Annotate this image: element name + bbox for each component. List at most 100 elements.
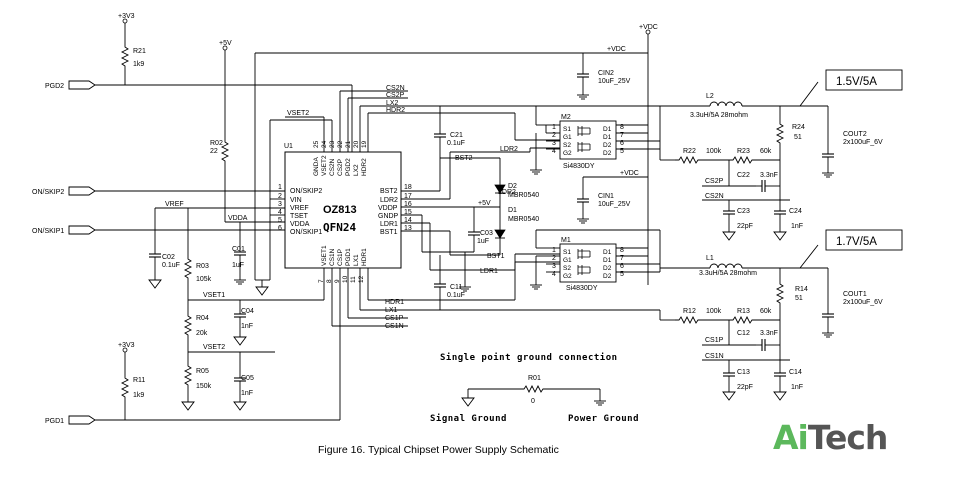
pin: D2 — [603, 150, 612, 157]
net-bst2: BST2 — [455, 155, 473, 162]
net-vref: VREF — [165, 201, 184, 208]
r22-val: 100k — [706, 148, 722, 155]
pin: S2 — [563, 265, 571, 272]
c03-val: 1uF — [477, 238, 489, 245]
pin-num: 5 — [278, 217, 282, 224]
pin: G1 — [563, 257, 572, 264]
power-ground-label: Power Ground — [568, 414, 639, 424]
net-vdda: VDDA — [228, 215, 248, 222]
l2-ref: L2 — [706, 93, 714, 100]
r04-ref: R04 — [196, 315, 209, 322]
r21-val: 1k9 — [133, 61, 144, 68]
net-ldr2b: LDR2 — [498, 189, 516, 196]
pin-num: 18 — [404, 184, 412, 191]
pin-name: BST1 — [380, 229, 398, 236]
net-vset1: VSET1 — [203, 292, 225, 299]
net-vset2-low: VSET2 — [203, 344, 225, 351]
c21-ref: C21 — [450, 132, 463, 139]
net-cs1p-r: CS1P — [705, 337, 724, 344]
pin-num: 14 — [404, 217, 412, 224]
d1-ref: D1 — [508, 207, 517, 214]
r03-ref: R03 — [196, 263, 209, 270]
signal-ground-label: Signal Ground — [430, 413, 507, 424]
pin-num: 16 — [404, 201, 412, 208]
mosfet-m2 — [559, 120, 617, 160]
pin-num: 6 — [278, 225, 282, 232]
pin: G2 — [563, 150, 572, 157]
net-cs2p: CS2P — [386, 92, 405, 99]
r24-ref: R24 — [792, 124, 805, 131]
c24-val: 1nF — [791, 223, 803, 230]
r04-val: 20k — [196, 330, 208, 337]
pin-name: PGD1 — [345, 248, 352, 266]
net-lx1: LX1 — [385, 307, 398, 314]
pin: 6 — [620, 263, 624, 270]
pin-name: VDDP — [378, 205, 398, 212]
ic-bottom-pins: 7 VSET1 8 CS1N 9 CS1P 10 PGD1 11 LX1 12 … — [318, 245, 368, 283]
l1-val: 3.3uH/5A 28mohm — [699, 270, 757, 277]
pin: D1 — [603, 126, 612, 133]
r01-ref: R01 — [528, 375, 541, 382]
r05-ref: R05 — [196, 368, 209, 375]
rail-5v-mid: +5V — [478, 200, 491, 207]
rail-3v3-bottom: +3V3 — [118, 342, 135, 349]
ic-u1 — [284, 151, 402, 269]
output-label-box-2 — [825, 69, 903, 91]
r14-val: 51 — [795, 295, 803, 302]
r14-ref: R14 — [795, 286, 808, 293]
m1-ref: M1 — [561, 237, 571, 244]
pin: 8 — [620, 247, 624, 254]
logo-part2: Tech — [807, 418, 889, 457]
r24-val: 51 — [794, 134, 802, 141]
pin-num: 22 — [337, 140, 344, 148]
d2-val: MBR0540 — [508, 192, 539, 199]
pin-num: 10 — [342, 275, 349, 283]
m2-val: Si4830DY — [563, 163, 595, 170]
net-ldr1: LDR1 — [480, 268, 498, 275]
r21-ref: R21 — [133, 48, 146, 55]
c02-val: 0.1uF — [162, 262, 180, 269]
cout2-val: 2x100uF_6V — [843, 139, 883, 146]
pin-name: CS2P — [337, 159, 344, 176]
pin-name: VDDA — [290, 221, 310, 228]
pin-name: ON/SKIP2 — [290, 188, 322, 195]
r13-val: 60k — [760, 308, 772, 315]
net-cs2p-r: CS2P — [705, 178, 724, 185]
aitech-logo: AiTech — [773, 418, 889, 457]
pin-num: 8 — [326, 279, 333, 283]
rail-3v3-top: +3V3 — [118, 13, 135, 20]
m2-pins: 1 2 3 4 S1 G1 S2 G2 D1 D1 D2 D2 8 7 6 5 — [552, 124, 624, 157]
cout2-ref: COUT2 — [843, 131, 867, 138]
r22-ref: R22 — [683, 148, 696, 155]
r12-val: 100k — [706, 308, 722, 315]
pin: 8 — [620, 124, 624, 131]
pin-num: 3 — [278, 201, 282, 208]
c21-val: 0.1uF — [447, 140, 465, 147]
c05-ref: C05 — [241, 375, 254, 382]
cin2-val: 10uF_25V — [598, 78, 631, 85]
r23-ref: R23 — [737, 148, 750, 155]
pin-num: 20 — [353, 140, 360, 148]
cout1-val: 2x100uF_6V — [843, 299, 883, 306]
c14-ref: C14 — [789, 369, 802, 376]
pin-num: 13 — [404, 225, 412, 232]
pin-num: 11 — [350, 276, 357, 283]
pin-name: HDR2 — [361, 158, 368, 176]
pin-num: 19 — [361, 140, 368, 148]
mosfet-m1 — [559, 243, 617, 283]
d1-val: MBR0540 — [508, 216, 539, 223]
r11-ref: R11 — [133, 377, 145, 384]
r02-val: 22 — [210, 148, 218, 155]
pin: S1 — [563, 249, 571, 256]
m1-pins: 1 2 3 4 S1 G1 S2 G2 D1 D1 D2 D2 8 7 6 5 — [552, 247, 624, 280]
pin-num: 23 — [329, 140, 336, 148]
c23-ref: C23 — [737, 208, 750, 215]
pin-num: 1 — [278, 184, 282, 191]
rail-5v: +5V — [219, 40, 232, 47]
cout1-ref: COUT1 — [843, 291, 867, 298]
pin: 7 — [620, 132, 624, 139]
figure-caption: Figure 16. Typical Chipset Power Supply … — [318, 444, 559, 456]
r05-val: 150k — [196, 383, 212, 390]
pin: 4 — [552, 271, 556, 278]
